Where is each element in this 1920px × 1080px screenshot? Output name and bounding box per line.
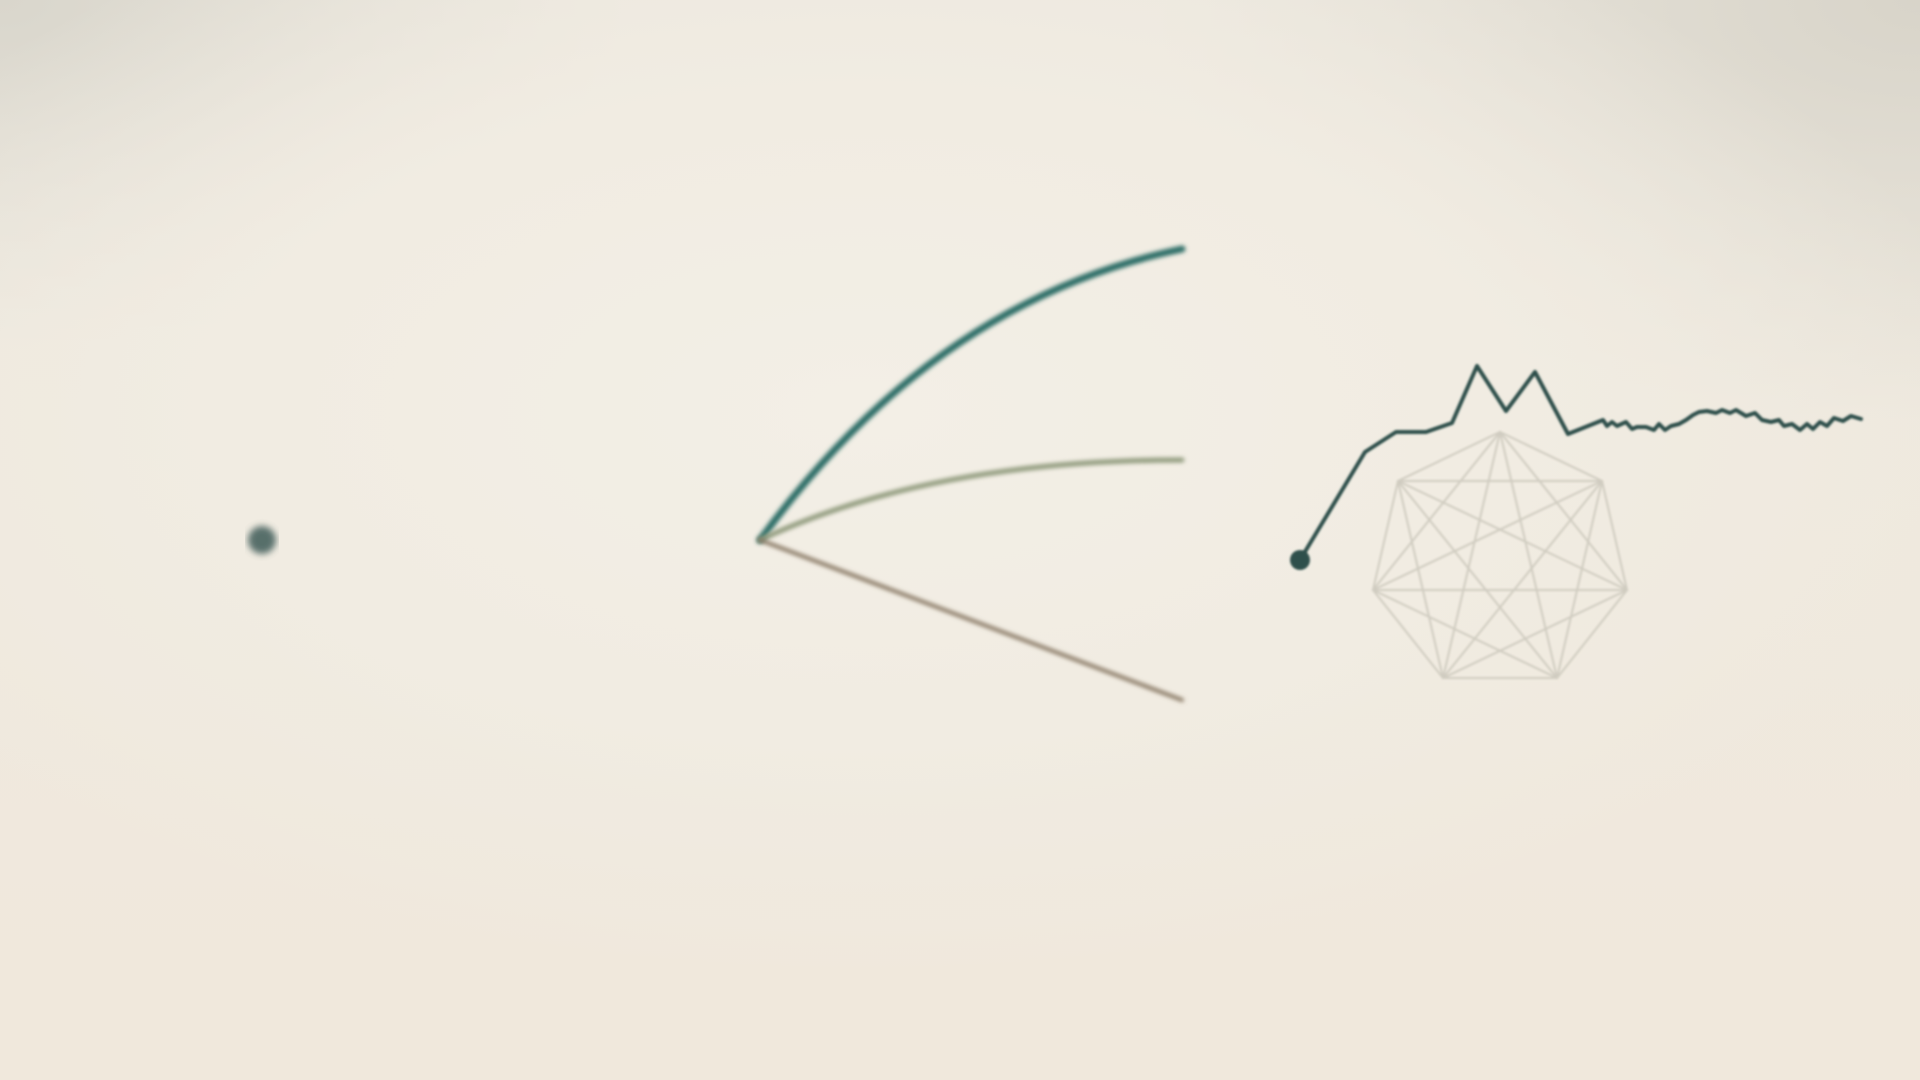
heptagram-star-b [1372, 431, 1628, 679]
heptagon-outline [1371, 430, 1629, 679]
heptagram-star-a [1371, 430, 1629, 680]
branch-middle [757, 457, 1185, 543]
sparkline-start-node [1290, 550, 1310, 570]
heptagram-watermark [1371, 430, 1629, 680]
start-node [248, 526, 276, 554]
branch-upper [756, 245, 1186, 544]
branch-lower [758, 538, 1184, 702]
sparkline [1298, 364, 1863, 562]
